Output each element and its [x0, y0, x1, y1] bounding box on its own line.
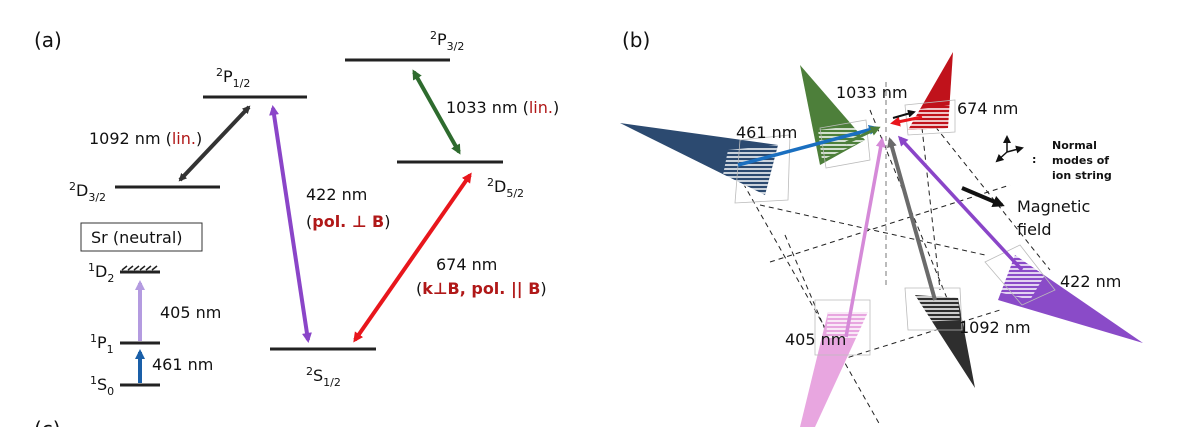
normal-modes-axes-icon [995, 135, 1024, 163]
sr-neutral-box [80, 222, 203, 252]
1s0-sub: 0 [107, 385, 114, 398]
magnetic-field-line1: Magnetic [1017, 197, 1090, 216]
1p1-sub: 1 [107, 343, 114, 356]
label-1092-wl: 1092 nm ( [89, 129, 172, 148]
d52-sub: 5/2 [506, 187, 524, 200]
label-461: 461 nm [152, 355, 213, 374]
sr-neutral-label: Sr (neutral) [91, 228, 183, 247]
label-405: 405 nm [160, 303, 221, 322]
panel-label-c: (c) [34, 417, 61, 427]
arrow-1033 [412, 69, 461, 155]
level-d32-label: 2D3/2 [69, 180, 106, 204]
label-674-wl: 674 nm [436, 255, 497, 274]
level-s12-label: 2S1/2 [306, 365, 341, 389]
level-1s0-label: 1S0 [90, 374, 114, 398]
ion-axis-arrow [892, 109, 916, 119]
s12-base: S [313, 366, 323, 385]
panel-b: (b) [620, 28, 1143, 427]
beam-label-674: 674 nm [957, 99, 1018, 118]
level-1d2-label: 1D2 [88, 261, 114, 285]
normal-modes-line2: modes of [1052, 154, 1109, 167]
beam-arrow-1092 [887, 137, 937, 301]
beam-cone-422-hatch [998, 255, 1045, 300]
level-1p1-label: 1P1 [90, 332, 114, 356]
beam-label-461: 461 nm [736, 123, 797, 142]
beam-arrow-461 [737, 124, 879, 167]
level-p12-label: 2P1/2 [216, 66, 250, 90]
beam-arrow-405 [844, 137, 886, 338]
p12-sup: 2 [216, 66, 223, 79]
panel-a: (a) 2P1/2 2P3/2 2D3/2 2D5/2 2S1/2 1092 n… [34, 28, 559, 427]
label-674-close: ) [540, 279, 546, 298]
d52-base: D [494, 177, 506, 196]
beam-arrow-422 [897, 135, 1024, 272]
beam-label-1033: 1033 nm [836, 83, 908, 102]
magnetic-field-line2: field [1017, 220, 1052, 239]
label-674-pol-text: k⊥B, pol. || B [422, 279, 540, 299]
s12-sub: 1/2 [323, 376, 341, 389]
beam-label-1092: 1092 nm [959, 318, 1031, 337]
label-422-close: ) [384, 212, 390, 231]
panel-label-a: (a) [34, 28, 62, 52]
level-p32-label: 2P3/2 [430, 29, 464, 53]
1d2-sub: 2 [107, 272, 114, 285]
label-1092-close: ) [196, 129, 202, 148]
arrow-674 [353, 172, 472, 343]
label-1033-pol: lin. [529, 98, 553, 117]
level-d52-label: 2D5/2 [487, 176, 524, 200]
p12-base: P [223, 67, 233, 86]
label-1092: 1092 nm (lin.) [89, 129, 202, 148]
optics-outlines [734, 99, 1056, 356]
label-674-open: ( [416, 279, 422, 298]
beam-label-405: 405 nm [785, 330, 846, 349]
d52-sup: 2 [487, 176, 494, 189]
1d2-base: D [95, 262, 107, 281]
d32-sub: 3/2 [88, 191, 106, 204]
beam-cone-461-hatch [722, 145, 778, 195]
p12-sub: 1/2 [233, 77, 251, 90]
label-674-pol: (k⊥B, pol. || B) [416, 279, 547, 299]
label-422-pol-text: pol. ⊥ B [312, 212, 384, 231]
label-422-pol: (pol. ⊥ B) [306, 212, 390, 231]
s12-sup: 2 [306, 365, 313, 378]
label-1033: 1033 nm (lin.) [446, 98, 559, 117]
label-422-wl: 422 nm [306, 185, 367, 204]
beam-label-422: 422 nm [1060, 272, 1121, 291]
panel-label-b: (b) [622, 28, 650, 52]
beam-arrow-674 [890, 115, 923, 127]
1d2-sup: 1 [88, 261, 95, 274]
label-1092-pol: lin. [172, 129, 196, 148]
1s0-base: S [97, 375, 107, 394]
level-1d2-hatch [121, 265, 158, 271]
normal-modes-line1: Normal [1052, 139, 1097, 152]
1p1-base: P [97, 333, 107, 352]
beam-cone-674-hatch [908, 105, 952, 130]
1s0-sup: 1 [90, 374, 97, 387]
label-1033-wl: 1033 nm ( [446, 98, 529, 117]
d32-sup: 2 [69, 180, 76, 193]
label-422-open: ( [306, 212, 312, 231]
normal-modes-line3: ion string [1052, 169, 1112, 182]
beam-cone-405 [800, 312, 868, 427]
normal-modes-colon: : [1032, 153, 1036, 166]
beam-arrow-1033 [845, 126, 881, 145]
magnetic-field-arrow [961, 186, 1005, 208]
arrow-422 [269, 105, 312, 343]
p32-sub: 3/2 [447, 40, 465, 53]
d32-base: D [76, 181, 88, 200]
beam-cone-1092-hatch [915, 295, 960, 322]
arrow-1092 [178, 105, 251, 182]
p32-sup: 2 [430, 29, 437, 42]
p32-base: P [437, 30, 447, 49]
1p1-sup: 1 [90, 332, 97, 345]
label-1033-close: ) [553, 98, 559, 117]
